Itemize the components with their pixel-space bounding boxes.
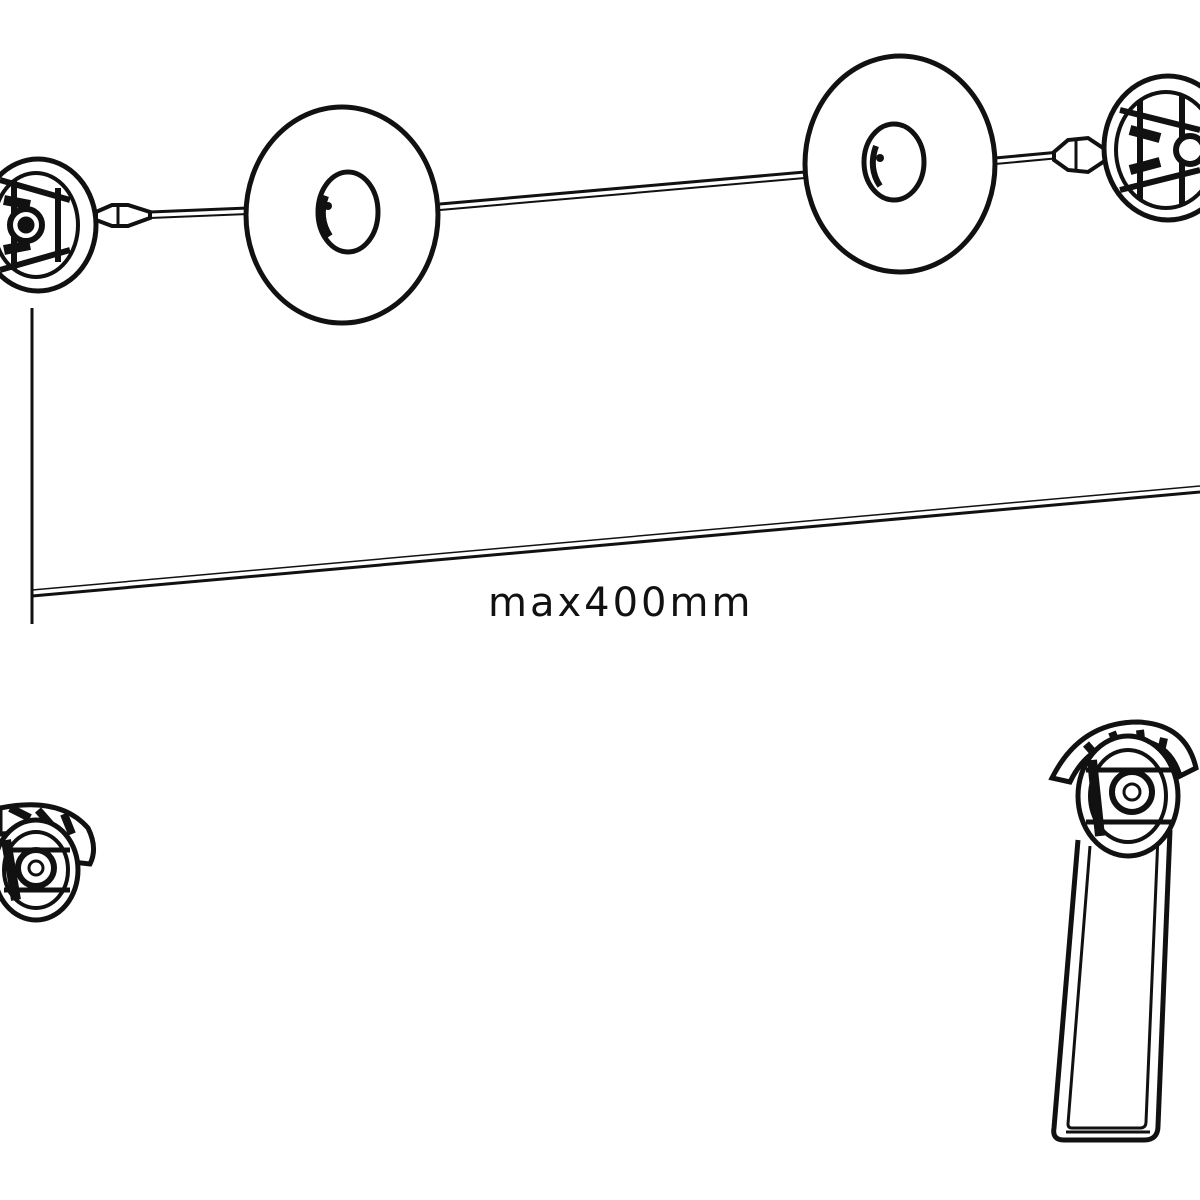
dimension-label: max400mm xyxy=(488,580,753,626)
left-wall-anchor xyxy=(0,156,152,294)
right-wall-anchor xyxy=(1052,73,1200,223)
lower-left-bracket xyxy=(0,802,96,923)
dimension-line xyxy=(30,308,1200,624)
right-spacer-disc xyxy=(802,53,998,275)
tension-wire xyxy=(149,150,1061,219)
lower-right-bracket-with-strap xyxy=(1048,719,1199,1143)
left-spacer-disc xyxy=(243,104,441,326)
